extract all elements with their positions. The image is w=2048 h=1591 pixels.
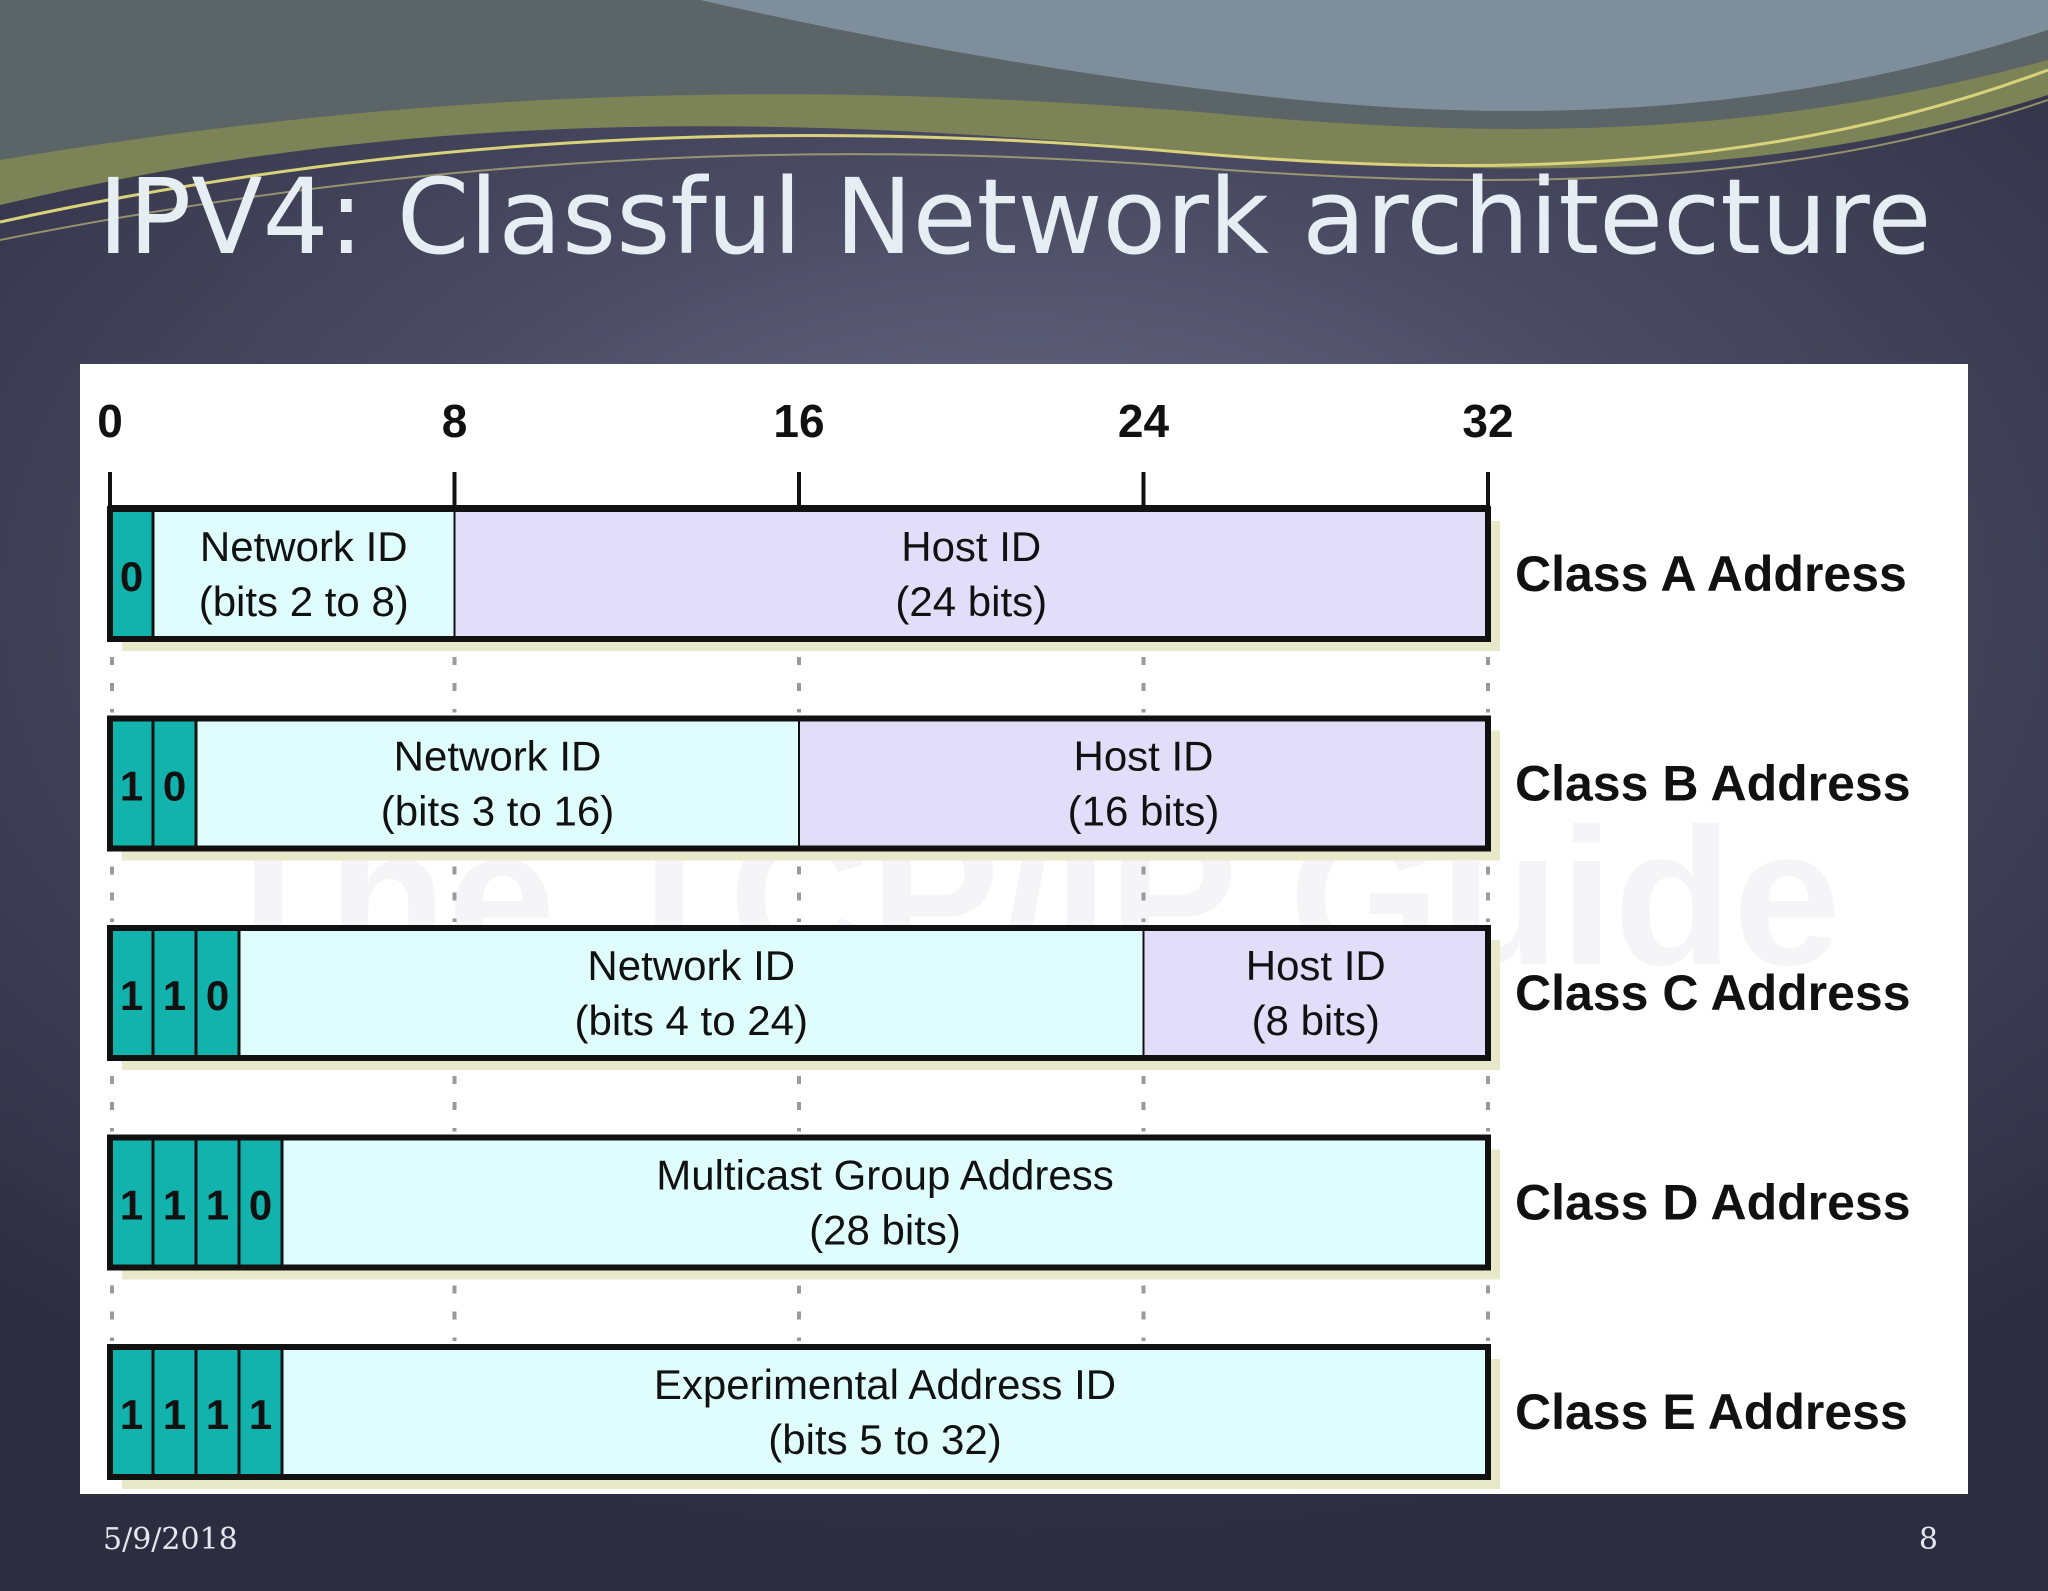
row-outline <box>107 925 1491 1061</box>
slide-title: IPV4: Classful Network architecture <box>98 156 1932 278</box>
scale-tick-label-24: 24 <box>1118 395 1170 447</box>
network-field-bits: (bits 4 to 24) <box>575 997 808 1044</box>
row-outline <box>107 1344 1491 1480</box>
scale-tick-label-0: 0 <box>97 395 123 447</box>
class-label: Class C Address <box>1515 965 1911 1021</box>
prefix-bit-value: 0 <box>163 763 186 810</box>
slide-page-number: 8 <box>1918 1522 1938 1557</box>
class-label: Class D Address <box>1515 1175 1911 1231</box>
prefix-bit-value: 1 <box>163 972 186 1019</box>
host-field-bits: (16 bits) <box>1068 788 1220 835</box>
prefix-bit-value: 1 <box>120 1391 143 1438</box>
row-outline <box>107 715 1491 852</box>
prefix-bit-value: 1 <box>249 1391 272 1438</box>
class-label: Class B Address <box>1515 756 1911 812</box>
header-wave-decoration <box>0 0 2048 241</box>
network-field-title: Network ID <box>587 942 795 989</box>
prefix-bit-value: 1 <box>206 1182 229 1229</box>
prefix-bit-value: 1 <box>163 1182 186 1229</box>
prefix-bit-cell <box>194 926 241 1060</box>
prefix-bit-value: 1 <box>163 1391 186 1438</box>
network-field-title: Network ID <box>200 523 408 570</box>
host-field-bits: (8 bits) <box>1252 997 1380 1044</box>
prefix-bit-value: 0 <box>206 972 229 1019</box>
host-field-title: Host ID <box>901 523 1041 570</box>
network-field-title: Multicast Group Address <box>656 1152 1114 1199</box>
prefix-bit-value: 1 <box>206 1391 229 1438</box>
host-field-title: Host ID <box>1246 942 1386 989</box>
host-field-bits: (24 bits) <box>895 578 1047 625</box>
prefix-bit-value: 0 <box>249 1182 272 1229</box>
scale-tick-label-16: 16 <box>773 395 824 447</box>
scale-tick-label-8: 8 <box>442 395 468 447</box>
network-field-bits: (bits 2 to 8) <box>199 578 409 625</box>
prefix-bit-value: 0 <box>120 553 143 600</box>
prefix-bit-cell <box>108 926 155 1060</box>
slide-date: 5/9/2018 <box>103 1522 238 1557</box>
row-outline <box>107 1134 1491 1271</box>
row-outline <box>107 506 1491 642</box>
class-label: Class E Address <box>1515 1384 1908 1440</box>
network-field-bits: (bits 3 to 16) <box>381 788 614 835</box>
prefix-bit-cell <box>151 926 198 1060</box>
network-field-bits: (28 bits) <box>809 1207 961 1254</box>
network-field-title: Network ID <box>394 733 602 780</box>
network-id-field <box>195 717 800 850</box>
host-id-field <box>1142 927 1489 1059</box>
network-field-bits: (bits 5 to 32) <box>768 1416 1001 1463</box>
network-id-field <box>281 1136 1489 1269</box>
host-id-field <box>453 508 1489 640</box>
class-label: Class A Address <box>1515 546 1907 602</box>
scale-tick-label-32: 32 <box>1462 395 1513 447</box>
prefix-bit-value: 1 <box>120 972 143 1019</box>
network-id-field <box>238 927 1145 1059</box>
network-field-title: Experimental Address ID <box>654 1361 1116 1408</box>
prefix-bit-value: 1 <box>120 763 143 810</box>
prefix-bit-value: 1 <box>120 1182 143 1229</box>
host-field-title: Host ID <box>1073 733 1213 780</box>
